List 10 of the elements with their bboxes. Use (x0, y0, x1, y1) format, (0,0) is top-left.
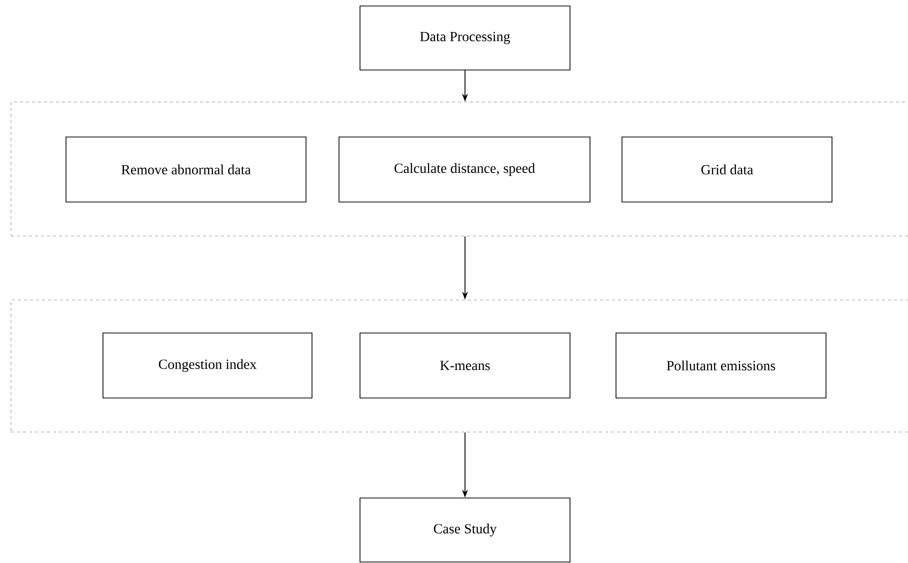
process-box: Remove abnormal data (66, 136, 306, 202)
process-box: Data Processing (360, 6, 570, 70)
process-box: Case Study (360, 498, 570, 562)
process-box: Pollutant emissions (616, 332, 826, 398)
process-box: Grid data (622, 136, 832, 202)
process-box: K-means (360, 332, 570, 398)
dashed-group-frame (10, 300, 908, 432)
process-box: Calculate distance, speed (338, 136, 590, 202)
dashed-group-frame (10, 102, 908, 236)
process-box: Congestion index (102, 332, 312, 398)
